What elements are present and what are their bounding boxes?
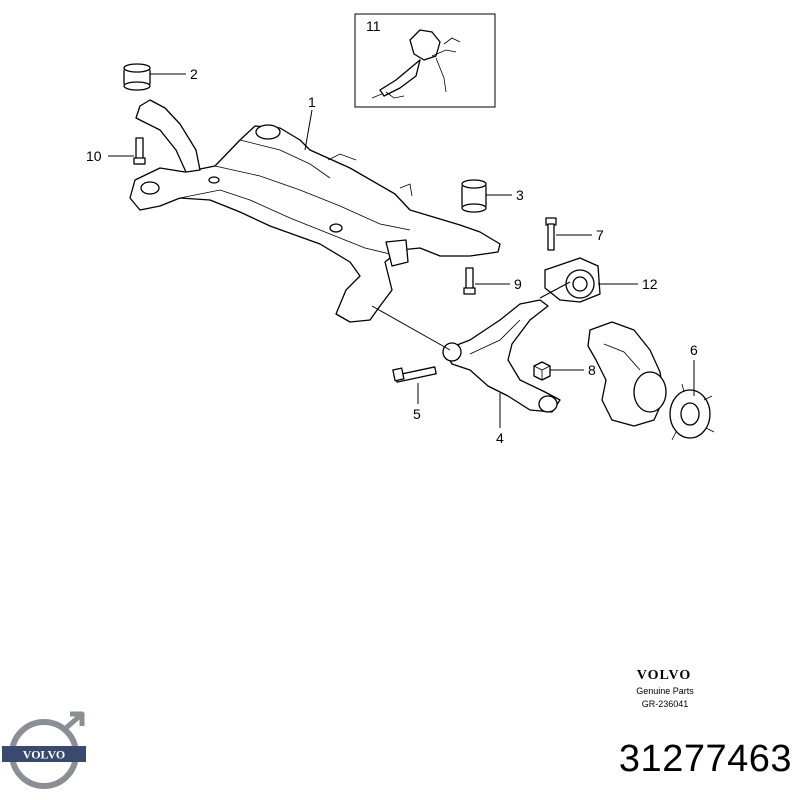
brand-subtitle: Genuine Parts [636,686,694,696]
callout-3: 3 [516,187,524,203]
callout-4: 4 [496,430,504,446]
bolt-5-drawing [392,366,437,383]
bushing-3-drawing [461,179,487,213]
bushing-2-drawing [123,63,151,91]
callout-2: 2 [190,66,198,82]
level-sensor-drawing [371,29,461,99]
control-arm-4-drawing [442,299,561,413]
bushing-bracket-12-drawing [544,257,601,303]
knuckle-hub-6-drawing [587,321,715,441]
bolt-10-drawing [133,137,146,165]
callout-11: 11 [366,18,381,34]
leader-lines [108,73,695,428]
callout-10: 10 [86,148,102,164]
inset-box [354,13,496,108]
callout-6: 6 [690,342,698,358]
callout-8: 8 [588,362,596,378]
volvo-logo-icon: VOLVO [2,711,86,789]
subframe-drawing [129,99,501,323]
nut-8-drawing [533,361,551,381]
brand-code: GR-236041 [641,699,689,709]
callout-5: 5 [413,406,421,422]
bolt-9-drawing [463,267,476,295]
bolt-7-drawing [545,217,557,251]
callout-12: 12 [642,276,658,292]
callout-1: 1 [308,94,316,110]
callout-7: 7 [596,227,604,243]
brand-wordmark: VOLVO [636,668,692,683]
part-number: 31277463 [618,738,792,780]
logo-wordmark: VOLVO [23,748,65,762]
callout-9: 9 [514,276,522,292]
